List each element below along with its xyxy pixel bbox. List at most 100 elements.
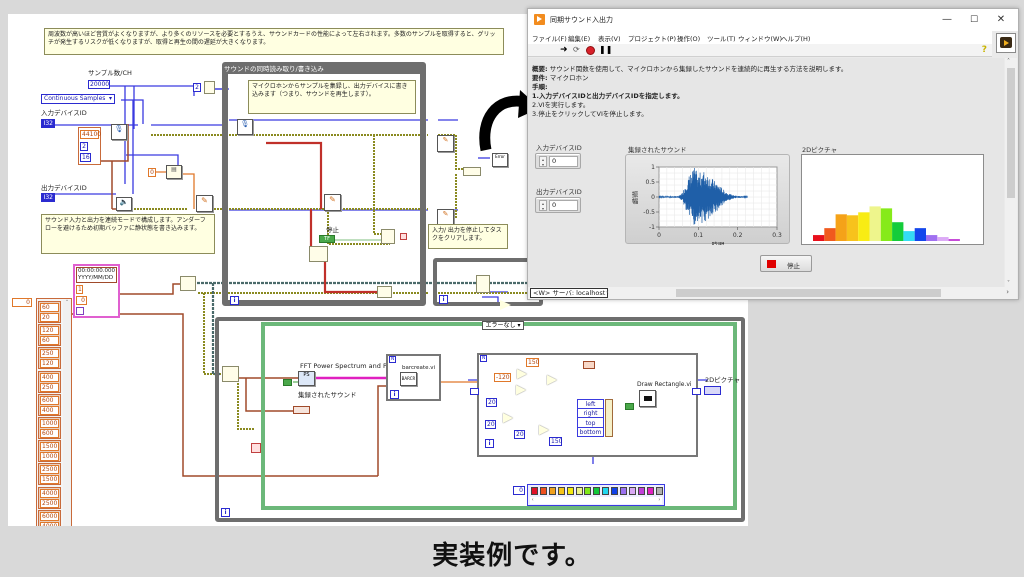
- scroll-left-icon[interactable]: ‹: [606, 288, 609, 296]
- top-150-constant[interactable]: 150: [549, 437, 563, 446]
- input-device-id-terminal[interactable]: I32: [41, 119, 55, 128]
- color-swatch[interactable]: [539, 487, 547, 495]
- abort-icon[interactable]: [586, 46, 595, 55]
- band-lower-freq[interactable]: 1000: [40, 452, 59, 462]
- case-selector[interactable]: エラーなし ▾: [482, 321, 524, 330]
- simple-error-handler-node[interactable]: Error: [492, 153, 508, 167]
- band-array-index[interactable]: 0: [12, 298, 32, 307]
- compare-node[interactable]: [500, 300, 511, 310]
- menu-project[interactable]: プロジェクト(P): [628, 35, 676, 43]
- input-device-control[interactable]: ▴▾ 0: [535, 153, 581, 169]
- horizontal-scrollbar[interactable]: <W> サーバ: localhost ‹ ›: [528, 287, 1017, 299]
- fft-power-spectrum-node[interactable]: PS: [298, 371, 315, 386]
- output-device-stepper[interactable]: ▴▾: [539, 200, 547, 211]
- color-swatch[interactable]: [602, 487, 610, 495]
- sound-output-clear-node[interactable]: ✎: [437, 209, 454, 225]
- merge-errors-node[interactable]: [377, 286, 392, 298]
- picture-indicator-terminal[interactable]: [704, 386, 721, 395]
- menu-file[interactable]: ファイル(F): [532, 35, 567, 43]
- band-upper-freq[interactable]: 2500: [40, 465, 59, 475]
- band-lower-freq[interactable]: 4000: [40, 521, 59, 526]
- menu-window[interactable]: ウィンドウ(W): [738, 35, 782, 43]
- stop-terminal[interactable]: TF: [319, 235, 335, 243]
- scroll-down-icon[interactable]: ˅: [1007, 280, 1010, 287]
- initialize-array-node[interactable]: ▤: [166, 165, 182, 179]
- width-20-constant-a[interactable]: 20: [486, 398, 497, 407]
- input-device-stepper[interactable]: ▴▾: [539, 156, 547, 167]
- sound-input-clear-node[interactable]: ✎: [437, 135, 454, 152]
- run-continuously-icon[interactable]: ⟳: [573, 45, 580, 54]
- sound-input-read-node[interactable]: 🎙: [237, 119, 253, 135]
- silence-zero-constant[interactable]: 0: [148, 168, 156, 177]
- or-node[interactable]: [381, 229, 395, 244]
- offset-neg120-constant[interactable]: -120: [494, 373, 511, 382]
- band-lower-freq[interactable]: 400: [40, 405, 59, 415]
- output-device-control[interactable]: ▴▾ 0: [535, 197, 581, 213]
- dequeue-element-node[interactable]: [476, 275, 490, 293]
- output-device-id-terminal[interactable]: I32: [41, 193, 55, 202]
- band-upper-freq[interactable]: 250: [40, 349, 59, 359]
- format-cluster-constant[interactable]: 44100 2 16: [78, 127, 101, 165]
- pause-icon[interactable]: ❚❚: [599, 45, 613, 54]
- cluster-one-constant[interactable]: 1: [76, 285, 83, 294]
- input-device-value[interactable]: 0: [549, 156, 578, 167]
- barcreate-node[interactable]: BARCR: [400, 372, 417, 386]
- color-swatch[interactable]: [548, 487, 556, 495]
- stop-button[interactable]: 停止: [760, 255, 812, 272]
- color-swatch[interactable]: [584, 487, 592, 495]
- band-upper-freq[interactable]: 6000: [40, 511, 59, 521]
- sound-output-configure-node[interactable]: 🔈: [116, 197, 132, 211]
- band-lower-freq[interactable]: 60: [40, 336, 59, 346]
- fill-true-constant[interactable]: [625, 403, 634, 410]
- band-upper-freq[interactable]: 600: [40, 395, 59, 405]
- color-swatch[interactable]: [611, 487, 619, 495]
- menu-view[interactable]: 表示(V): [598, 35, 621, 43]
- multiply-left-node[interactable]: [516, 385, 526, 395]
- dequeue-lower-node[interactable]: [222, 366, 239, 382]
- acquired-sound-terminal[interactable]: [293, 406, 310, 414]
- color-swatch[interactable]: [637, 487, 645, 495]
- band-lower-freq[interactable]: 120: [40, 359, 59, 369]
- cluster-zero-constant[interactable]: 0: [76, 296, 87, 305]
- maximize-button[interactable]: ☐: [969, 15, 979, 25]
- samples-per-ch-constant[interactable]: 20000: [88, 80, 110, 89]
- build-cluster-node[interactable]: [605, 399, 613, 437]
- height-150-constant[interactable]: 150: [526, 358, 540, 367]
- sound-output-write-node[interactable]: ✎: [324, 194, 341, 211]
- menu-tools[interactable]: ツール(T): [707, 35, 736, 43]
- color-swatch[interactable]: [575, 487, 583, 495]
- multiply-index-node[interactable]: [503, 413, 513, 423]
- band-lower-freq[interactable]: 2500: [40, 498, 59, 508]
- cluster-empty-element[interactable]: [76, 307, 84, 315]
- band-upper-freq[interactable]: 60: [40, 303, 59, 312]
- color-swatch[interactable]: [593, 487, 601, 495]
- merge-errors-final-node[interactable]: [463, 167, 481, 176]
- close-button[interactable]: ✕: [996, 14, 1006, 25]
- color-swatch[interactable]: [655, 487, 663, 495]
- vertical-scrollbar[interactable]: ˄ ˅: [1005, 58, 1017, 287]
- horizontal-scroll-thumb[interactable]: [676, 289, 941, 297]
- bits-constant[interactable]: 16: [80, 153, 91, 162]
- context-help-icon[interactable]: ?: [981, 45, 987, 55]
- band-lower-freq[interactable]: 250: [40, 382, 59, 392]
- two-constant[interactable]: 2: [193, 83, 201, 92]
- minimize-button[interactable]: —: [942, 14, 952, 25]
- sound-input-configure-node[interactable]: 🎙: [111, 124, 127, 140]
- menu-operate[interactable]: 操作(O): [677, 35, 701, 43]
- multiply-height-node[interactable]: [517, 369, 527, 379]
- menu-help[interactable]: ヘルプ(H): [781, 35, 811, 43]
- band-upper-freq[interactable]: 4000: [40, 488, 59, 498]
- band-pair[interactable]: 60004000: [38, 509, 61, 526]
- band-upper-freq[interactable]: 400: [40, 372, 59, 382]
- width-20-constant-c[interactable]: 20: [514, 430, 525, 439]
